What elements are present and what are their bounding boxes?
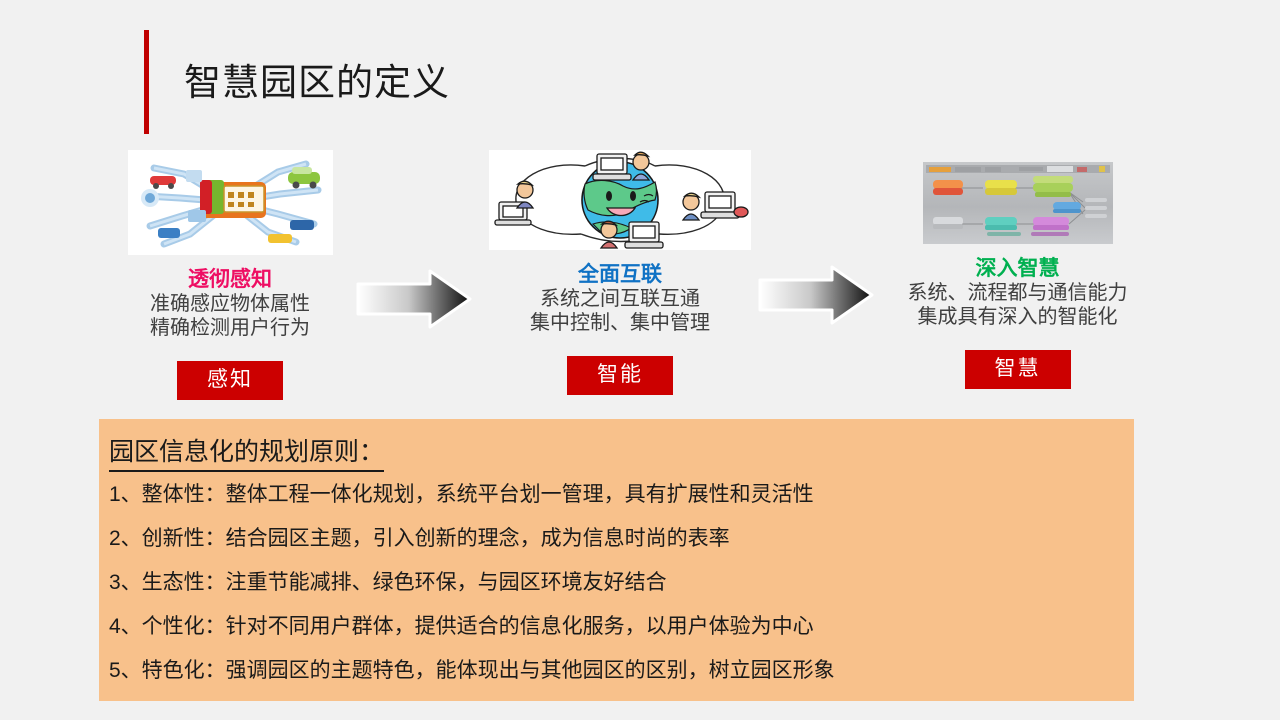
stage-desc-2-line1: 系统之间互联互通 — [540, 288, 700, 311]
stage-column-3: 深入智慧 系统、流程都与通信能力 集成具有深入的智能化 智慧 — [845, 150, 1190, 389]
stage-desc-3-line1: 系统、流程都与通信能力 — [907, 282, 1128, 305]
stage-desc-1-line1: 准确感应物体属性 — [150, 293, 310, 316]
principle-item-5: 5、特色化：强调园区的主题特色，能体现出与其他园区的区别，树立园区形象 — [109, 659, 835, 683]
stage-badge-1: 感知 — [177, 360, 283, 400]
stage-desc-2-line2: 集中控制、集中管理 — [530, 311, 710, 334]
stage-desc-3-line2: 集成具有深入的智能化 — [917, 305, 1118, 328]
page-title-text: 智慧园区的定义 — [184, 61, 450, 103]
principles-panel-title: 园区信息化的规划原则： — [109, 437, 385, 473]
page-title: 智慧园区的定义 — [144, 30, 450, 134]
principles-panel: 园区信息化的规划原则： 1、整体性：整体工程一体化规划，系统平台划一管理，具有扩… — [99, 419, 1134, 701]
stage-column-1: 透彻感知 准确感应物体属性 精确检测用户行为 感知 — [60, 150, 400, 400]
principle-item-2: 2、创新性：结合园区主题，引入创新的理念，成为信息时尚的表率 — [109, 527, 730, 551]
stage-heading-3: 深入智慧 — [975, 257, 1060, 280]
stage-heading-2: 全面互联 — [578, 263, 662, 286]
principle-item-4: 4、个性化：针对不同用户群体，提供适合的信息化服务，以用户体验为中心 — [109, 615, 814, 639]
right-arrow-icon — [356, 269, 472, 329]
stage-badge-2: 智能 — [567, 355, 673, 395]
stage-arrow-1 — [355, 268, 473, 330]
principles-list: 1、整体性：整体工程一体化规划，系统平台划一管理，具有扩展性和灵活性 2、创新性… — [105, 484, 1134, 681]
title-accent-bar — [144, 30, 149, 134]
connected-globe-icon — [489, 150, 751, 250]
stage-heading-1: 透彻感知 — [188, 268, 272, 291]
stage-column-2: 全面互联 系统之间互联互通 集中控制、集中管理 智能 — [450, 150, 790, 395]
platform-flow-icon — [922, 162, 1113, 244]
principle-item-3: 3、生态性：注重节能减排、绿色环保，与园区环境友好结合 — [109, 571, 667, 595]
intelligent-platform-screenshot — [922, 162, 1113, 244]
right-arrow-icon — [758, 265, 874, 325]
stage-desc-1-line2: 精确检测用户行为 — [150, 316, 310, 339]
connected-globe-illustration — [489, 150, 751, 250]
stage-row: 透彻感知 准确感应物体属性 精确检测用户行为 感知 — [0, 150, 1280, 415]
stage-arrow-2 — [757, 264, 875, 326]
perception-network-illustration — [127, 150, 333, 255]
principle-item-1: 1、整体性：整体工程一体化规划，系统平台划一管理，具有扩展性和灵活性 — [109, 483, 814, 507]
stage-badge-3: 智慧 — [964, 349, 1071, 389]
perception-network-icon — [127, 150, 333, 255]
